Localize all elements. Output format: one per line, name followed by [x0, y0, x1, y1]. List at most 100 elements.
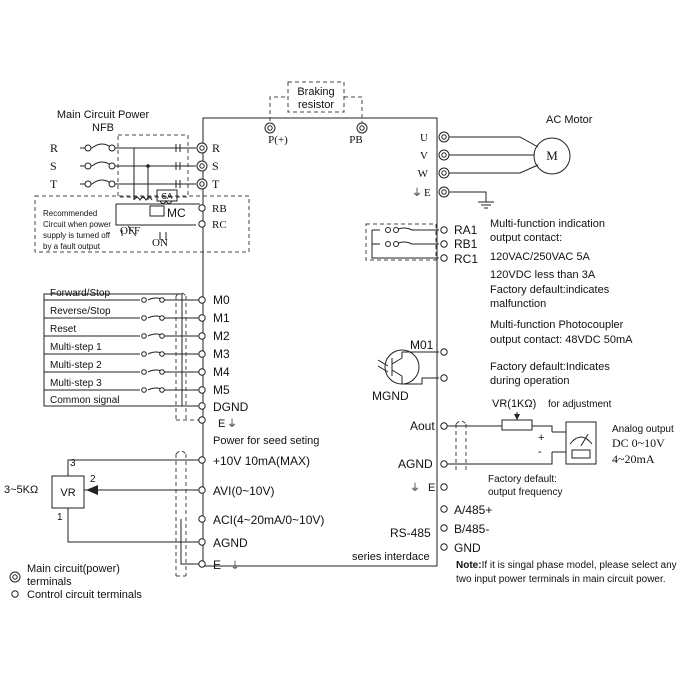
relay-description: Multi-function indication output contact…: [490, 218, 610, 310]
digital-input-reset: Reset M2: [44, 324, 230, 343]
relay-text-line: 120VDC less than 3A: [490, 269, 596, 281]
recommended-text-1: Recommended: [43, 209, 97, 218]
ground-icon: ⏚: [412, 187, 422, 199]
digital-input-label: Multi-step 1: [50, 342, 102, 353]
ground-icon: ⏚: [410, 482, 420, 494]
vr-1k-label: VR(1KΩ): [492, 398, 536, 410]
factory-freq-1: Factory default:: [488, 474, 557, 485]
motor-terminal-label: U: [420, 132, 428, 144]
photocoupler-text-line: Multi-function Photocoupler: [490, 319, 624, 331]
vr-range-label: 3~5KΩ: [4, 484, 38, 496]
agnd-right-label: AGND: [398, 457, 433, 471]
rs485-terminal-label: B/485-: [454, 522, 489, 536]
legend-control: Control circuit terminals: [27, 589, 142, 601]
factory-freq-2: output frequency: [488, 487, 563, 498]
recommended-circuit-box: [34, 195, 250, 253]
aout-label: Aout: [410, 419, 435, 433]
note-bold: Note:: [456, 560, 482, 571]
analog-terminal-label: AVI(0~10V): [213, 484, 274, 498]
power-for-speed-label: Power for seed seting: [213, 435, 319, 447]
digital-input-terminal: M4: [213, 365, 230, 379]
dgnd-label: DGND: [213, 400, 249, 414]
recommended-text-4: by a fault output: [43, 242, 101, 251]
e-left-label: E: [218, 418, 225, 430]
digital-input-step1: Multi-step 1 M3: [44, 342, 230, 361]
power-left-label: T: [50, 177, 58, 191]
vr-wiper-arrow: [86, 485, 98, 495]
digital-input-terminal: M0: [213, 293, 230, 307]
nfb-label: NFB: [92, 122, 114, 134]
braking-resistor-label-2: resistor: [298, 99, 334, 111]
relay-text-line: Multi-function indication: [490, 218, 605, 230]
sa-label: SA: [162, 192, 173, 201]
meter-box: [565, 421, 597, 465]
relay-terminal-rb1: RB1: [454, 237, 478, 251]
note-line-2: two input power terminals in main circui…: [456, 574, 666, 585]
motor-terminals: U V W ⏚ E: [412, 131, 450, 199]
main-power-title: Main Circuit Power: [57, 109, 150, 121]
motor-symbol: [533, 137, 571, 175]
photocoupler-text-line: output contact: 48VDC 50mA: [490, 334, 633, 346]
legend-main-2: terminals: [27, 576, 72, 588]
recommended-text-2: Circuit when power: [43, 220, 111, 229]
vr-pin1-label: 1: [57, 512, 63, 523]
rs485-terminal-label: A/485+: [454, 503, 492, 517]
power-terminal-label: R: [212, 141, 220, 155]
digital-input-label: Reset: [50, 324, 76, 335]
digital-input-step3: Multi-step 3 M5: [44, 378, 230, 397]
analog-terminals: +10V 10mA(MAX) AVI(0~10V) ACI(4~20mA/0~1…: [198, 454, 324, 572]
on-label: ON: [152, 237, 168, 249]
power-left-label: R: [50, 141, 58, 155]
digital-input-label: Reverse/Stop: [50, 306, 111, 317]
analog-output-label: Analog output: [612, 424, 674, 435]
adjustment-resistor: [501, 419, 533, 431]
motor-terminal-label: E: [424, 187, 431, 199]
mc-coil-box: [149, 205, 165, 217]
power-terminal-label: T: [212, 177, 220, 191]
relay-text-line: Factory default:indicates: [490, 284, 610, 296]
off-label: OFF: [120, 225, 140, 237]
rs485-label: RS-485: [390, 526, 431, 540]
m01-label: M01: [410, 338, 434, 352]
relay-terminal-rc1: RC1: [454, 252, 478, 266]
photocoupler-description: Multi-function Photocoupler output conta…: [490, 319, 633, 387]
digital-input-label: Forward/Stop: [50, 288, 110, 299]
analog-terminal-label: AGND: [213, 536, 248, 550]
power-row-t: T T: [50, 177, 220, 191]
dc-range-label: DC 0~10V: [612, 436, 665, 450]
digital-input-label: Multi-step 3: [50, 378, 102, 389]
photocoupler-text-line: during operation: [490, 375, 570, 387]
digital-input-label: Multi-step 2: [50, 360, 102, 371]
rc-label: RC: [212, 219, 227, 231]
motor-terminal-label: W: [418, 168, 429, 180]
digital-input-terminal: M1: [213, 311, 230, 325]
ma-range-label: 4~20mA: [612, 452, 655, 466]
minus-sign: -: [538, 446, 542, 458]
e-right-label: E: [428, 482, 435, 494]
relay-terminal-ra1: RA1: [454, 223, 478, 237]
digital-input-frame: [43, 293, 183, 407]
plus-sign: +: [538, 432, 544, 444]
digital-input-rows: Forward/Stop M0 Reverse/Stop M1 Reset M2…: [44, 288, 230, 397]
common-signal-label: Common signal: [50, 395, 119, 406]
mgnd-label: MGND: [372, 389, 409, 403]
note-line-1: Note:If it is singal phase model, please…: [456, 560, 677, 571]
analog-terminal-label: E: [213, 558, 221, 572]
vr-pin2-label: 2: [90, 474, 96, 485]
ground-icon: ⏚: [227, 418, 237, 430]
note-text: If it is singal phase model, please sele…: [482, 560, 677, 571]
drive-body: [202, 117, 438, 567]
braking-resistor-label-1: Braking: [297, 86, 334, 98]
power-row-s: S S: [50, 159, 219, 173]
power-input-rows: R R S S T T: [50, 141, 220, 191]
power-terminal-label: S: [212, 159, 219, 173]
analog-terminal-label: ACI(4~20mA/0~10V): [213, 513, 324, 527]
power-row-r: R R: [50, 141, 220, 155]
p-plus-label: P(+): [268, 134, 288, 146]
digital-input-step2: Multi-step 2 M4: [44, 360, 230, 379]
rs485-terminal-label: GND: [454, 541, 481, 555]
rb-label: RB: [212, 203, 227, 215]
vr-pin3-label: 3: [70, 458, 76, 469]
legend-main-1: Main circuit(power): [27, 563, 120, 575]
